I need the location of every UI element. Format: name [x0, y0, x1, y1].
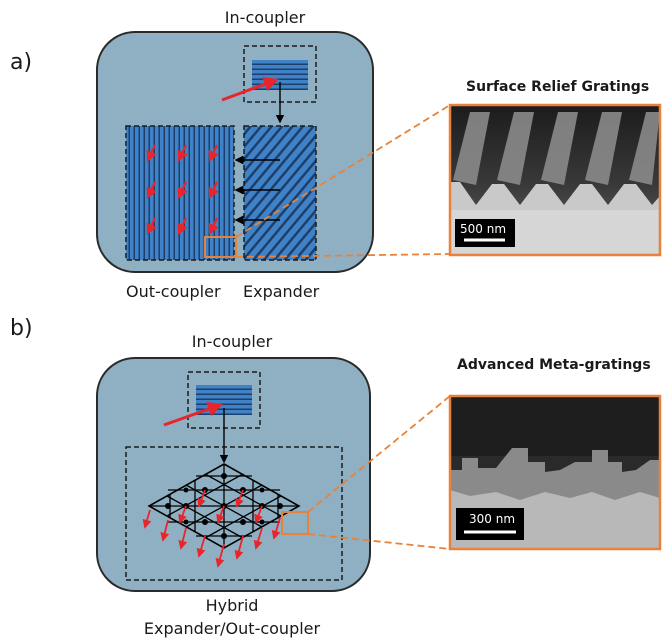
- panel-b-hybrid-frame: [125, 446, 343, 581]
- panel-a-scale-bar-label: 500 nm: [460, 222, 507, 236]
- panel-b-hybrid-label-line2: Expander/Out-coupler: [143, 619, 321, 638]
- panel-b-zoom-line-bottom: [307, 533, 451, 550]
- panel-a-expander-grating: [243, 125, 317, 261]
- panel-a-scale-bar-box: [455, 219, 515, 247]
- panel-b-scale-bar-label: 300 nm: [469, 512, 516, 526]
- panel-a-zoom-line-bottom: [235, 253, 451, 258]
- panel-b-in-coupler-label: In-coupler: [191, 332, 273, 351]
- panel-b-sem-title: Advanced Meta-gratings: [457, 357, 651, 373]
- panel-a-expander-label: Expander: [243, 282, 320, 301]
- panel-a-label: a): [10, 50, 33, 75]
- panel-a-sem-title: Surface Relief Gratings: [466, 79, 650, 95]
- panel-b-sem-image: [448, 394, 662, 551]
- panel-b-device: [96, 357, 371, 592]
- panel-a-output-rays: [146, 144, 219, 235]
- panel-a-sem-image: [448, 103, 662, 257]
- panel-b-input-ray: [163, 401, 223, 427]
- panel-b-hybrid-label-line1: Hybrid: [205, 596, 259, 615]
- panel-b-scale-bar-box: [456, 508, 524, 540]
- panel-b-output-rays: [142, 489, 281, 568]
- panel-b-label: b): [10, 316, 33, 341]
- panel-a-out-coupler-label: Out-coupler: [126, 282, 221, 301]
- panel-b-zoom-box: [281, 511, 309, 535]
- panel-a-in-coupler-label: In-coupler: [224, 8, 306, 27]
- panel-b-zoom-line-top: [307, 395, 451, 513]
- panel-a-device: [96, 31, 374, 273]
- panel-a-zoom-box: [204, 236, 237, 258]
- panel-a-input-ray: [221, 77, 279, 102]
- panel-a-zoom-line-top: [235, 104, 451, 238]
